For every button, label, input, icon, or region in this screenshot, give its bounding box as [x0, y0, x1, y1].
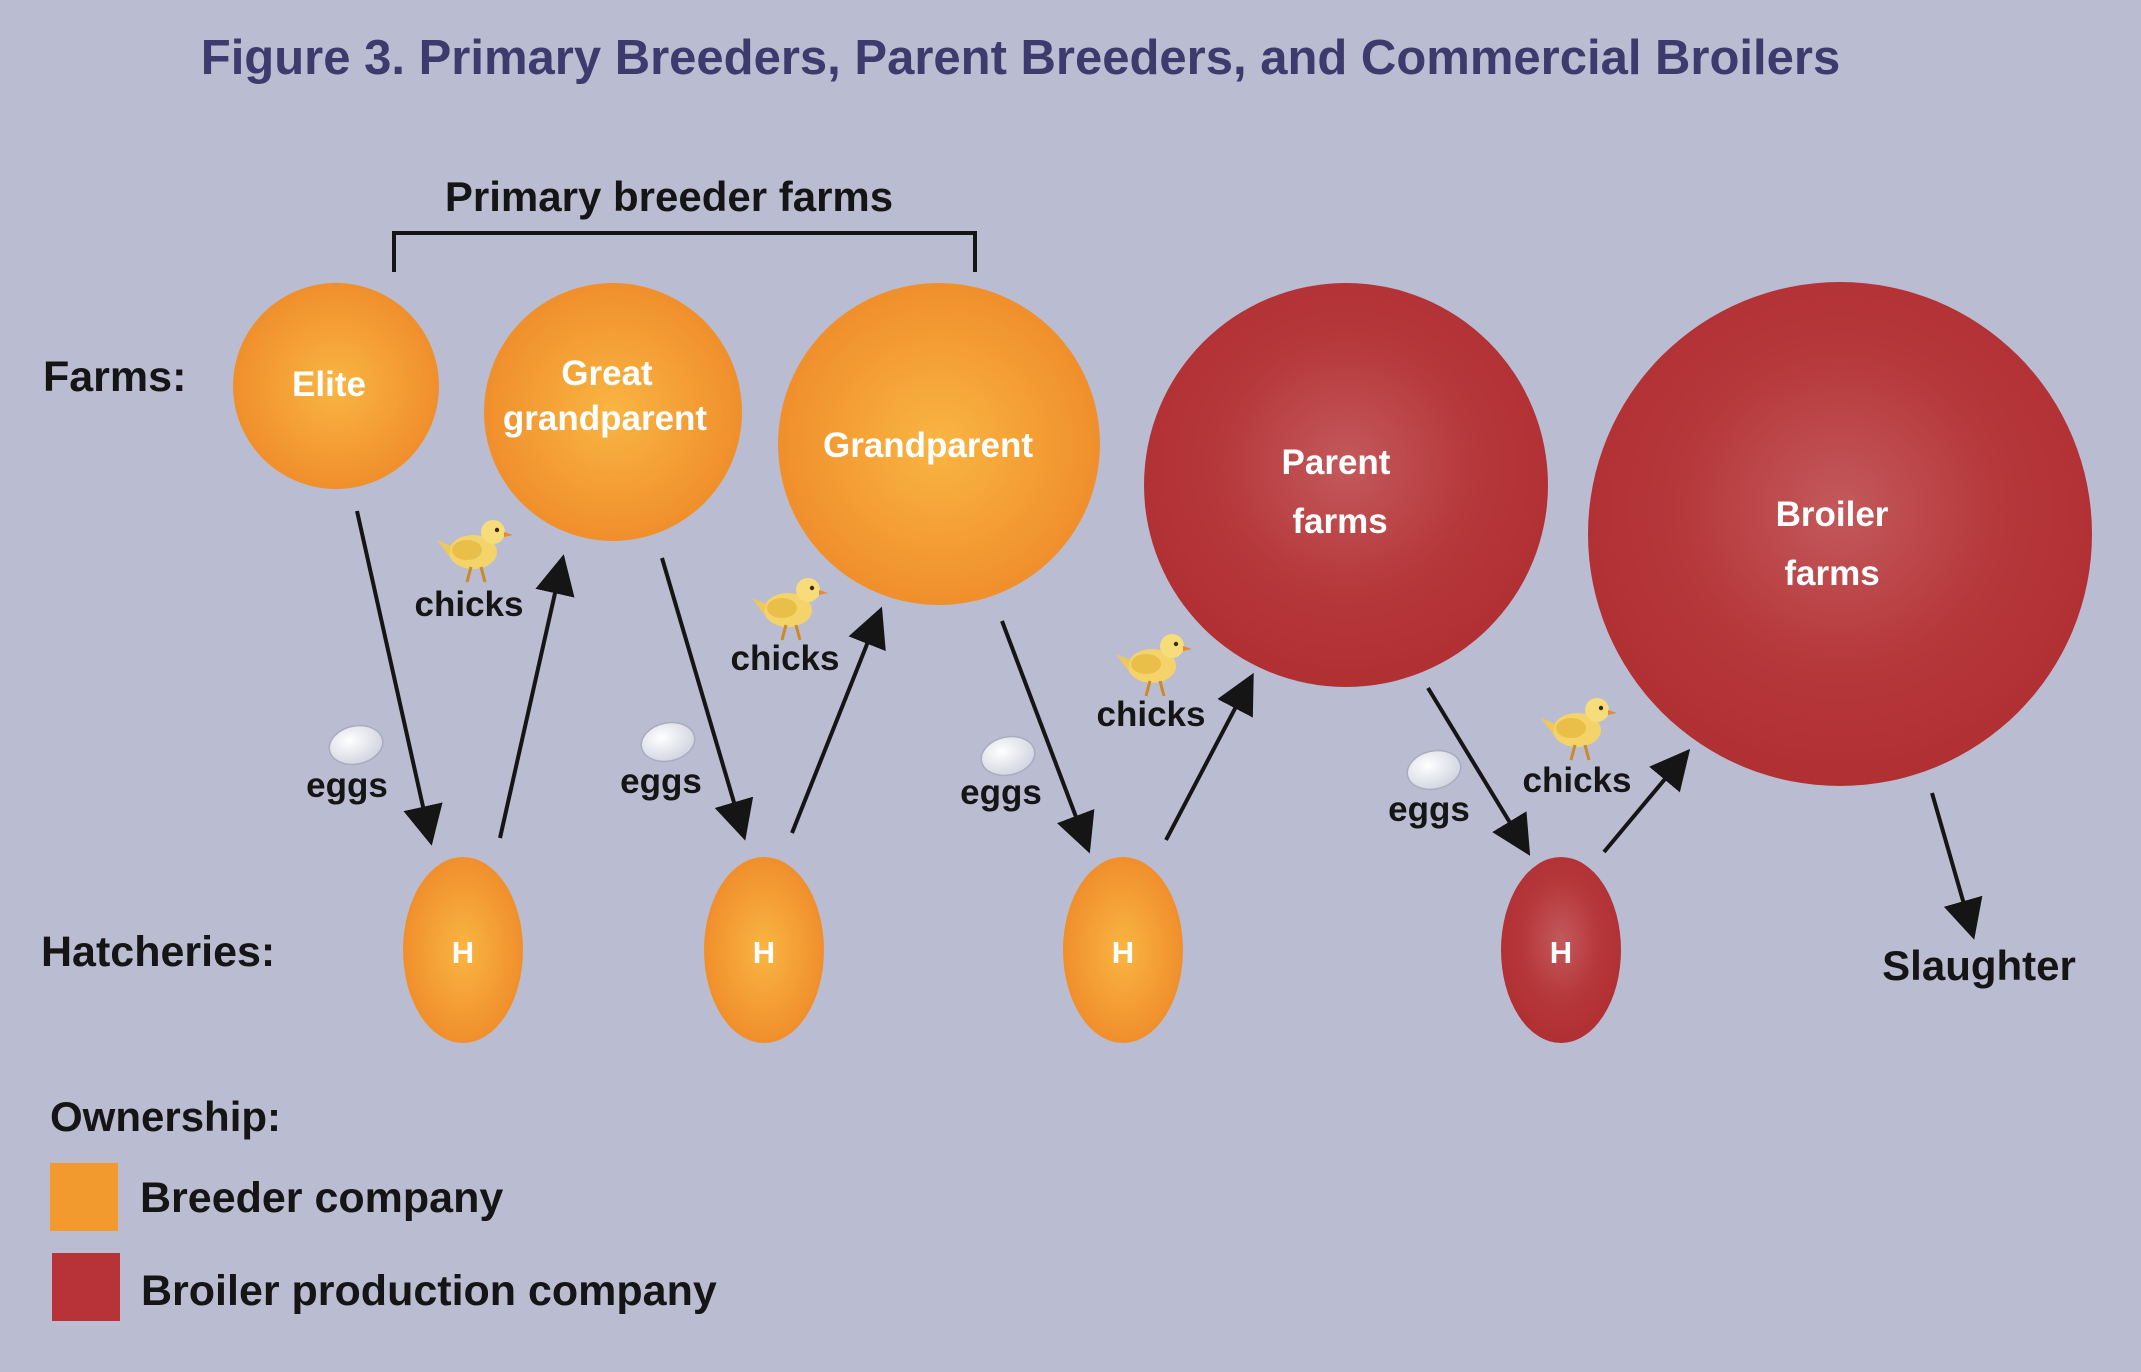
farm-parent-circle — [1144, 283, 1548, 687]
farm-great-grandparent-label-line1: Great — [561, 354, 653, 393]
farm-broiler-label-line2: farms — [1784, 554, 1880, 593]
farm-grandparent-label: Grandparent — [822, 426, 1034, 465]
hatchery-2-label: H — [752, 935, 776, 970]
eggs-label: eggs — [960, 773, 1042, 812]
egg-icon — [328, 724, 384, 766]
farms-row-label: Farms: — [43, 353, 187, 401]
chicks-label: chicks — [414, 585, 524, 624]
chicks-label: chicks — [1096, 695, 1206, 734]
eggs-label: eggs — [306, 766, 388, 805]
chick-icon — [435, 518, 515, 584]
arrow-hatchery-3-to-parent — [1164, 672, 1254, 841]
chick-icon — [1539, 696, 1619, 762]
egg-icon — [980, 735, 1036, 777]
farm-parent-label-line1: Parent — [1281, 443, 1391, 482]
chick-icon — [750, 576, 830, 642]
hatchery-2-ellipse — [704, 857, 824, 1043]
hatchery-3-label: H — [1111, 935, 1135, 970]
arrow-hatchery-2-to-grandparent — [790, 606, 886, 834]
arrow-parent-to-hatchery-4 — [1426, 686, 1531, 856]
farm-great-grandparent-circle — [484, 283, 742, 541]
legend-label-broiler: Broiler production company — [141, 1267, 717, 1315]
hatchery-1-label: H — [451, 935, 475, 970]
farm-broiler-label-line1: Broiler — [1775, 495, 1889, 534]
hatchery-4-ellipse — [1501, 857, 1621, 1043]
chicks-label: chicks — [1522, 761, 1632, 800]
primary-breeder-farms-label: Primary breeder farms — [444, 173, 894, 220]
hatchery-3-ellipse — [1063, 857, 1183, 1043]
legend-swatch-breeder — [50, 1163, 118, 1231]
legend-swatch-broiler — [52, 1253, 120, 1321]
arrow-grandparent-to-hatchery-3 — [1000, 620, 1095, 854]
eggs-label: eggs — [1388, 790, 1470, 829]
slaughter-label: Slaughter — [1882, 942, 2076, 989]
figure-title: Figure 3. Primary Breeders, Parent Breed… — [200, 31, 1841, 85]
farm-great-grandparent-label-line2: grandparent — [502, 399, 708, 438]
chick-icon — [1114, 632, 1194, 698]
eggs-label: eggs — [620, 762, 702, 801]
arrow-great-grandparent-to-hatchery-2 — [660, 557, 754, 841]
legend-title: Ownership: — [50, 1093, 282, 1140]
farm-elite-label: Elite — [292, 365, 366, 404]
farm-grandparent-circle — [778, 283, 1100, 605]
farm-parent-label-line2: farms — [1292, 502, 1388, 541]
chicks-label: chicks — [730, 639, 840, 678]
egg-icon — [1406, 749, 1462, 791]
arrow-broiler-to-slaughter — [1930, 792, 1983, 940]
hatchery-4-label: H — [1549, 935, 1573, 970]
primary-breeder-bracket — [392, 231, 977, 272]
arrow-hatchery-1-to-great-grandparent — [498, 554, 575, 839]
farm-elite-circle — [233, 283, 439, 489]
hatcheries-row-label: Hatcheries: — [41, 928, 276, 976]
arrow-elite-to-hatchery-1 — [355, 510, 443, 846]
legend-label-breeder: Breeder company — [140, 1174, 504, 1222]
hatchery-1-ellipse — [403, 857, 523, 1043]
egg-icon — [640, 721, 696, 763]
farm-broiler-circle — [1588, 282, 2092, 786]
arrow-hatchery-4-to-broiler — [1602, 748, 1691, 854]
